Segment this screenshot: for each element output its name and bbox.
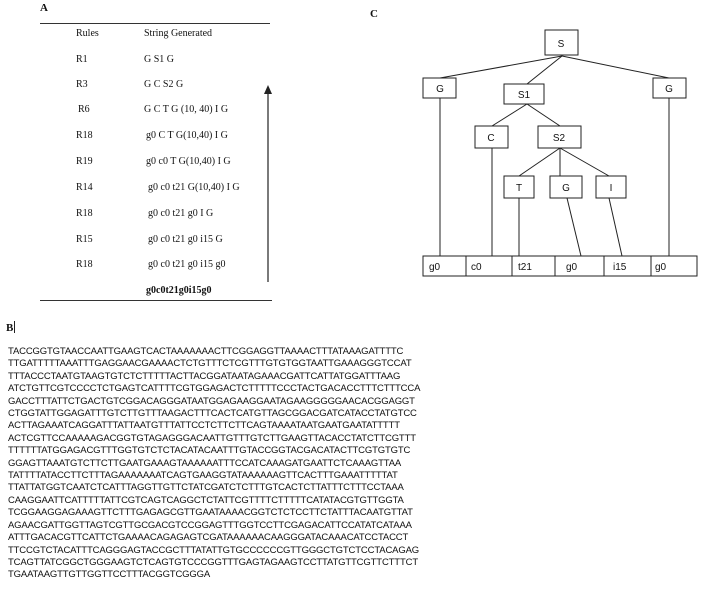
terminal-cell: c0 (471, 262, 482, 273)
node-g-mid: G (562, 183, 570, 194)
rule-cell: R1 (76, 54, 88, 65)
rules-column-header: Rules (76, 28, 99, 39)
tree-edges (439, 55, 670, 257)
string-cell: g0 c0 t21 g0 i15 g0 (148, 259, 226, 270)
node-s1: S1 (518, 90, 531, 101)
panel-c-label: C (370, 8, 378, 20)
sequence-line: GACCTTTATTCTGACTGTCGGACAGGGATAATGGAGAAGG… (8, 395, 415, 407)
node-g-left-box (422, 77, 457, 99)
sequence-line: TTTTTTATGGAGACGTTTGGTGTCTCTACATACAATTTGT… (8, 445, 411, 457)
sequence-line: TGAATAAGTTGTTGGTTCCTTTACGGTCGGGA (8, 569, 211, 581)
text-cursor (14, 321, 15, 333)
terminal-cell: g0 (429, 262, 441, 273)
terminal-cell: t21 (518, 262, 532, 273)
sequence-line: ACTCGTTCCAAAAAGACGGTGTAGAGGGACAATTGTTTGT… (8, 432, 416, 444)
panel-a-label: A (40, 2, 48, 14)
table-bottom-rule (40, 300, 272, 301)
node-t-box (503, 175, 535, 199)
node-i-box (595, 175, 627, 199)
node-s2-box (537, 125, 582, 149)
node-c-box (474, 125, 509, 149)
parse-tree: S G S1 G C S2 T G I g0 c0 t21 g0 i15 g0 (422, 29, 698, 277)
sequence-line: TTATTATGGTCAATCTCATTTAGGTTGTTCTATCGATCTC… (8, 482, 404, 494)
derivation-arrow (264, 85, 272, 282)
sequence-line: TACCGGTGTAACCAATTGAAGTCACTAAAAAAACTTCGGA… (8, 346, 404, 357)
dna-sequence-block: TACCGGTGTAACCAATTGAAGTCACTAAAAAAACTTCGGA… (8, 346, 688, 582)
final-string: g0c0t21g0i15g0 (146, 285, 212, 296)
rule-cell: R14 (76, 182, 93, 193)
string-cell: G S1 G (144, 54, 175, 65)
sequence-line: TCGGAAGGAGAAAGTTCTTTGAGAGCGTTGAATAAAACGG… (8, 507, 413, 519)
terminal-cell: i15 (613, 262, 627, 273)
node-s2: S2 (553, 133, 566, 144)
node-g-mid-box (549, 175, 583, 199)
panel-b-label: B (6, 322, 14, 334)
string-cell: g0 c0 t21 g0 I G (148, 208, 214, 219)
sequence-line: ACTTAGAAATCAGGATTTATTAATGTTTATTCCTCTTCTT… (8, 420, 400, 432)
string-cell: g0 c0 t21 G(10,40) I G (148, 182, 240, 193)
rule-cell: R18 (76, 259, 93, 270)
strings-column-header: String Generated (144, 28, 213, 39)
sequence-line: TTCCGTCTACATTTCAGGGAGTACCGCTTTATATTGTGCC… (8, 544, 420, 556)
rule-cell: R19 (76, 156, 93, 167)
string-cell: g0 c0 t21 g0 i15 G (148, 234, 223, 245)
sequence-line: ATTTGACACGTTCATTCTGAAAACAGAGAGTCGATAAAAA… (8, 532, 409, 544)
rule-cell: R18 (76, 208, 93, 219)
terminal-cell: g0 (655, 262, 667, 273)
rule-cell: R15 (76, 234, 93, 245)
sequence-line: TCAGTTATCGGCTGGGAAGTCTCAGTGTCCCGGTTTGAGT… (8, 556, 418, 568)
sequence-line: TTTACCCTAATGTAAGTGTCTCTTTTTACTTACGGATAAT… (8, 370, 401, 382)
node-s1-box (503, 83, 545, 105)
string-cell: G C S2 G (144, 79, 184, 90)
terminal-strip (422, 255, 698, 277)
rule-cell: R3 (76, 79, 88, 90)
sequence-line: TTGATTTTTAAATTTGAGGAACGAAAACTCTGTTTCTCGT… (8, 358, 412, 370)
sequence-line: CAAGGAATTCATTTTTATTCGTCAGTCAGGCTCTATTCGT… (8, 494, 404, 506)
sequence-line: TATTTTATACCTTCTTTAGAAAAAAATCAGTGAAGGTATA… (8, 470, 398, 482)
sequence-line: CTGGTATTGGAGATTTGTCTTGTTTAAGACTTTCACTCAT… (8, 408, 417, 420)
node-root-box (544, 29, 579, 56)
terminal-cell: g0 (566, 262, 578, 273)
node-root: S (558, 39, 565, 50)
node-i: I (610, 183, 613, 194)
sequence-line: GGAGTTAAATGTCTTCTTGAATGAAAGTAAAAAATTTCCA… (8, 457, 402, 469)
node-g-right-box (652, 77, 687, 99)
string-cell: G C T G (10, 40) I G (144, 104, 229, 115)
rule-cell: R18 (76, 130, 93, 141)
node-c: C (487, 133, 494, 144)
derivation-table: A Rules String Generated R1 G S1 G R3 G … (40, 2, 275, 302)
terminal-dividers (465, 256, 652, 276)
node-g-left: G (436, 84, 444, 95)
node-g-right: G (665, 84, 673, 95)
string-cell: g0 C T G(10,40) I G (146, 130, 228, 141)
sequence-line: AGAACGATTGGTTAGTCGTTGCGACGTCCGGAGTTTGGTC… (8, 519, 412, 531)
table-top-rule (40, 23, 270, 24)
string-cell: g0 c0 T G(10,40) I G (146, 156, 231, 167)
rule-cell: R6 (78, 104, 90, 115)
sequence-line: ATCTGTTCGTCCCCTCTGAGTCATTTTCGTGGAGACTCTT… (8, 383, 421, 395)
node-t: T (516, 183, 522, 194)
